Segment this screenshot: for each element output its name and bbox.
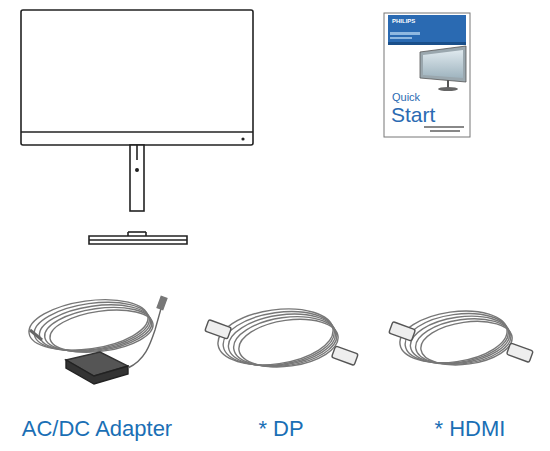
booklet-title: Start [391, 104, 435, 125]
booklet-title: Quick [392, 92, 420, 103]
adapter-lead [128, 305, 162, 368]
cable-plug [205, 320, 232, 339]
cable-coil [236, 313, 341, 372]
mains-plug [30, 330, 42, 340]
cable-coil [47, 304, 156, 358]
quick-start-booklet [384, 13, 470, 137]
cable-plug [389, 322, 416, 341]
cable-plug [507, 343, 534, 362]
part-label: * DP [258, 418, 303, 440]
brand-text: PHILIPS [392, 18, 415, 24]
cable-plug [332, 346, 359, 365]
adapter-brick-side [66, 360, 128, 384]
monitor-drawing [21, 10, 253, 244]
cable-coil [418, 316, 515, 370]
cable-coil [42, 301, 155, 358]
cable-coil [413, 313, 514, 370]
part-label: AC/DC Adapter [22, 418, 172, 440]
part-label: * HDMI [435, 418, 506, 440]
cables-drawing [26, 293, 533, 384]
dc-plug [157, 296, 167, 309]
